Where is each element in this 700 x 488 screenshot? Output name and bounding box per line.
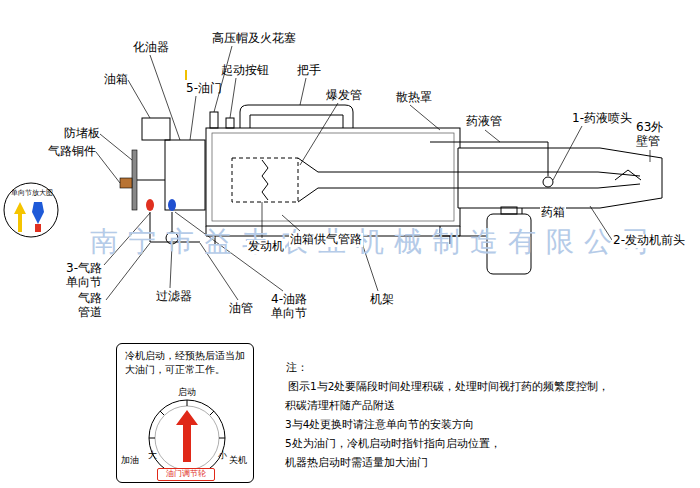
part-name: 过滤器: [156, 290, 192, 304]
inset-caption: 单向节放大图: [11, 190, 53, 198]
part-name: 起动按钮: [221, 64, 269, 78]
part-name: 5-油门: [186, 82, 222, 96]
dial-label: 小: [218, 450, 227, 460]
leader-lines: [96, 46, 650, 300]
part-name: 高压帽及火花塞: [212, 32, 296, 46]
note: 积碳清理杆随产品附送: [285, 399, 395, 411]
dial-label: 关机: [229, 455, 247, 465]
part-name: 药液管: [466, 115, 502, 129]
part-name: 63外 壁管: [636, 121, 664, 149]
note: 5处为油门，冷机启动时指针指向启动位置，: [285, 437, 501, 449]
part-name: 1-药液喷头: [572, 112, 632, 126]
part-name: 化油器: [133, 41, 169, 55]
part-name: 4-油路 单向节: [271, 293, 311, 321]
note: 机器热启动时需适量加大油门: [285, 456, 428, 468]
enlarged-valve: [4, 183, 58, 237]
part-name: 散热罩: [396, 91, 432, 105]
dial-label: 启动: [178, 387, 196, 397]
part-name: 油箱供气管路: [289, 233, 363, 247]
note: 注：: [286, 362, 308, 375]
part-name: 机架: [370, 293, 394, 307]
dial-label: 大: [148, 450, 157, 460]
part-name: 气路铜件: [48, 145, 96, 159]
parts: [120, 70, 186, 211]
node-text: 冷机启动，经预热后适当加大油门，可正常工作。: [125, 349, 245, 377]
dial-label: 加油: [121, 455, 139, 465]
part-name: 把手: [297, 64, 321, 78]
throttle-knob-box: 油门调节轮: [157, 468, 215, 481]
part-name: 气路 管道: [78, 292, 106, 320]
part-name: 油箱: [104, 73, 128, 87]
part-name: 发动机: [247, 240, 285, 254]
throttle-dial: [149, 400, 225, 476]
note: 图示1与2处要隔段时间处理积碳，处理时间视打药的频繁度控制，: [288, 380, 609, 392]
watermark: 南宁市益丰农业机械制造有限公司: [90, 226, 660, 258]
note: 3与4处更换时请注意单向节的安装方向: [285, 418, 474, 430]
part-name: 2-发动机前头: [612, 234, 686, 248]
part-name: 爆发管: [326, 89, 362, 103]
part-name: 油管: [229, 302, 253, 316]
part-name: 防堵板: [64, 127, 100, 141]
node-text: 油门调节轮: [158, 469, 214, 480]
part-name: 药箱: [540, 206, 566, 220]
part-name: 3-气路 单向节: [66, 262, 106, 290]
